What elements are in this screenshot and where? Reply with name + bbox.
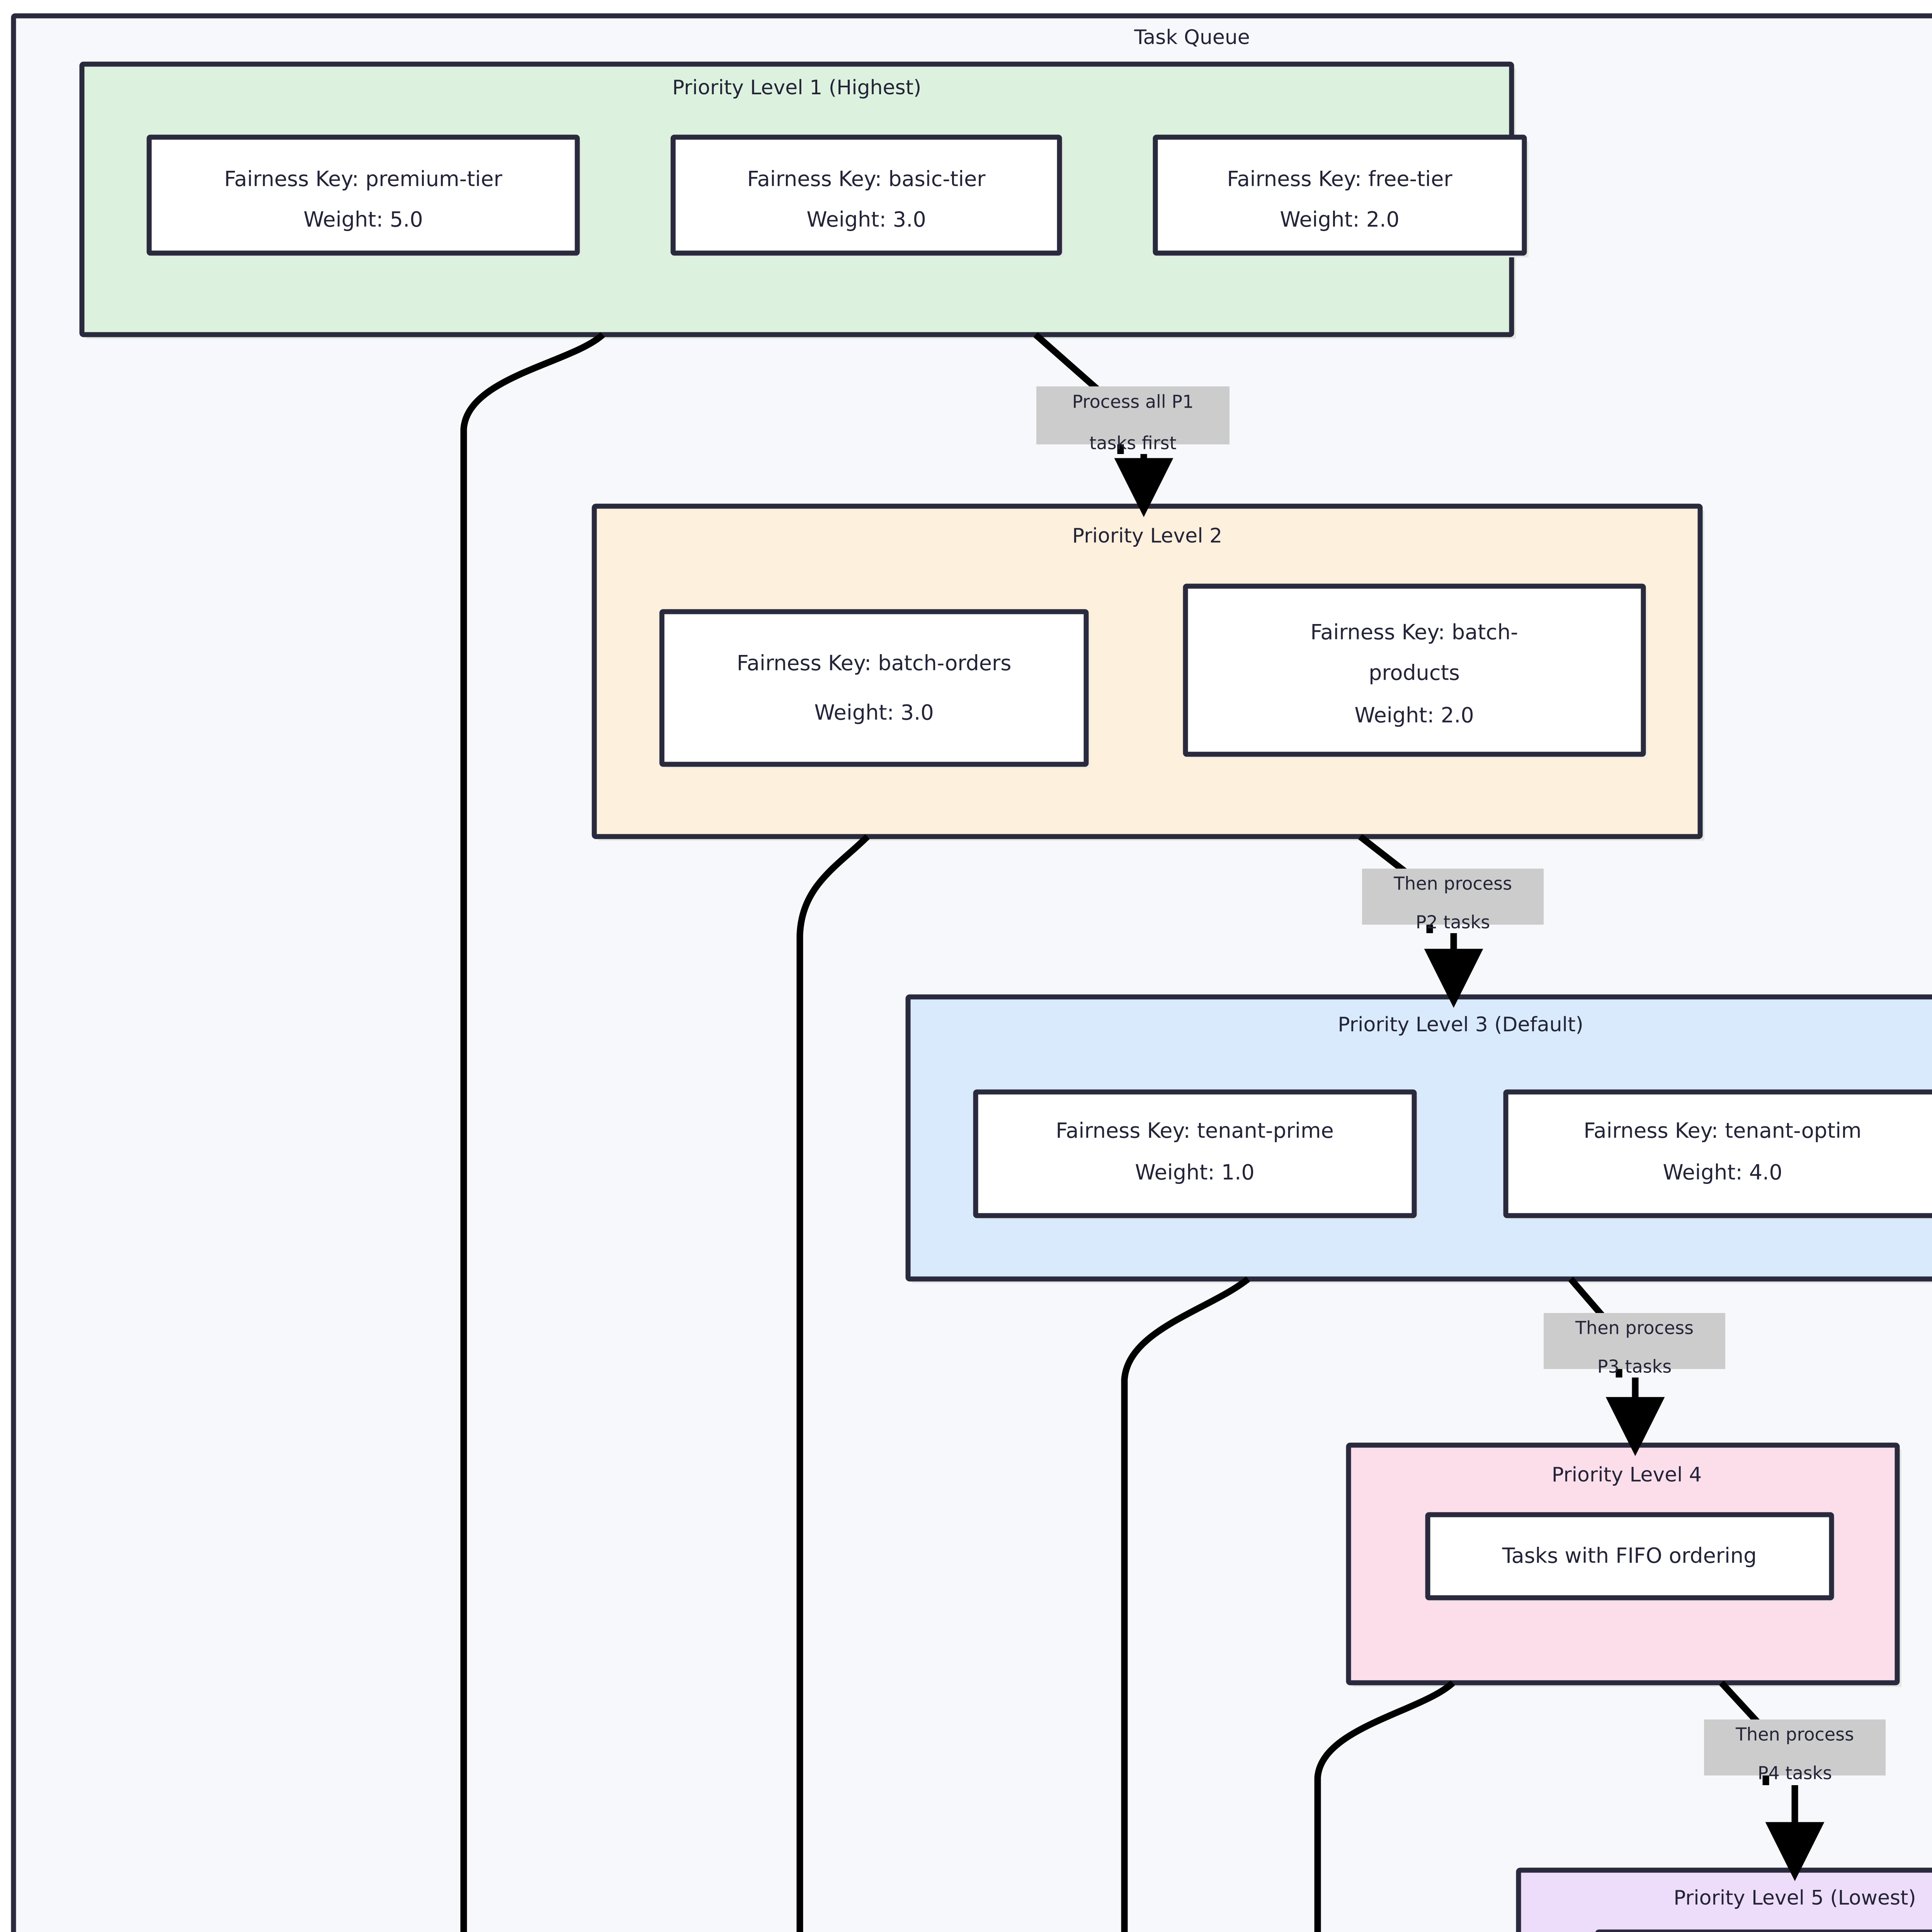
cluster-priority-1: Priority Level 1 (Highest) Fairness Key:…	[79, 61, 1529, 339]
cluster-priority-4: Priority Level 4 Tasks with FIFO orderin…	[1346, 1442, 1901, 1687]
edge-label-p1-to-p2-line2: tasks first	[1089, 433, 1176, 454]
edge-label-p4-to-p5-line2: P4 tasks	[1758, 1763, 1832, 1784]
edge-p1-to-workers	[460, 332, 605, 1932]
node-p2-batch-orders-line2: Weight: 3.0	[814, 701, 934, 725]
cluster-priority-3: Priority Level 3 (Default) Fairness Key:…	[905, 994, 1932, 1283]
node-p3-tenant-prime-line2: Weight: 1.0	[1135, 1160, 1254, 1185]
node-p4-fifo: Tasks with FIFO ordering	[1425, 1512, 1836, 1602]
node-p3-tenant-prime-line1: Fairness Key: tenant-prime	[1056, 1119, 1334, 1143]
node-p1-free-tier-line1: Fairness Key: free-tier	[1227, 167, 1452, 191]
task-queue-title: Task Queue	[1134, 26, 1250, 49]
node-p3-tenant-prime-rect	[973, 1089, 1417, 1218]
node-p3-tenant-optim-rect	[1503, 1089, 1932, 1218]
node-p4-fifo-rect	[1425, 1512, 1834, 1600]
edge-label-p4-to-p5-bg	[1704, 1719, 1886, 1776]
node-p2-batch-products-line1: Fairness Key: batch-	[1310, 620, 1518, 645]
node-p2-batch-products-line3: Weight: 2.0	[1354, 703, 1474, 728]
cluster-priority-5: Priority Level 5 (Lowest) Tasks with FIF…	[1516, 1867, 1932, 1932]
edge-label-p1-to-p2-bg	[1036, 386, 1230, 444]
edge-label-p1-to-p2-line1: Process all P1	[1072, 391, 1194, 412]
node-p4-fifo-label: Tasks with FIFO ordering	[1502, 1544, 1757, 1568]
node-p1-basic-tier-line1: Fairness Key: basic-tier	[747, 167, 986, 191]
node-p1-premium-tier-line1: Fairness Key: premium-tier	[224, 167, 502, 191]
node-p2-batch-orders-line1: Fairness Key: batch-orders	[737, 651, 1012, 675]
node-p2-batch-products: Fairness Key: batch- products Weight: 2.…	[1183, 583, 1648, 759]
edge-label-p3-to-p4-line2: P3 tasks	[1597, 1356, 1672, 1377]
edge-p4-to-workers	[1314, 1680, 1455, 1932]
edge-label-p2-to-p3-line1: Then process	[1393, 873, 1512, 894]
node-p1-basic-tier: Fairness Key: basic-tier Weight: 3.0	[670, 134, 1064, 257]
node-p1-free-tier-line2: Weight: 2.0	[1280, 207, 1399, 232]
node-p1-basic-tier-rect	[670, 134, 1062, 256]
node-p1-free-tier: Fairness Key: free-tier Weight: 2.0	[1153, 134, 1529, 257]
node-p1-basic-tier-line2: Weight: 3.0	[806, 207, 926, 232]
node-p2-batch-orders-rect	[659, 609, 1089, 767]
edge-label-p1-to-p2: Process all P1 tasks first	[1036, 386, 1230, 454]
node-p1-free-tier-rect	[1153, 134, 1527, 256]
node-p3-tenant-optim-line1: Fairness Key: tenant-optim	[1583, 1119, 1861, 1143]
edge-label-p4-to-p5-line1: Then process	[1735, 1724, 1854, 1745]
node-p2-batch-products-line2: products	[1369, 661, 1460, 685]
priority-3-title: Priority Level 3 (Default)	[1338, 1013, 1583, 1036]
priority-4-title: Priority Level 4	[1552, 1463, 1702, 1486]
node-p3-tenant-optim-line2: Weight: 4.0	[1663, 1160, 1782, 1185]
node-p3-tenant-prime: Fairness Key: tenant-prime Weight: 1.0	[973, 1089, 1418, 1220]
edge-p3-to-workers	[1121, 1276, 1250, 1932]
edge-label-p2-to-p3: Then process P2 tasks	[1362, 869, 1544, 933]
node-p1-premium-tier-line2: Weight: 5.0	[303, 207, 423, 232]
edge-label-p2-to-p3-line2: P2 tasks	[1416, 912, 1490, 933]
edge-p2-to-workers	[796, 834, 870, 1932]
node-p2-batch-products-rect	[1183, 583, 1646, 757]
edge-label-p3-to-p4-bg	[1544, 1313, 1725, 1369]
edge-label-p3-to-p4: Then process P3 tasks	[1544, 1313, 1725, 1377]
edge-label-p4-to-p5: Then process P4 tasks	[1704, 1719, 1886, 1784]
edge-label-p2-to-p3-bg	[1362, 869, 1544, 925]
priority-1-title: Priority Level 1 (Highest)	[672, 76, 922, 99]
node-p1-premium-tier-rect	[146, 134, 580, 256]
edge-label-p3-to-p4-line1: Then process	[1575, 1318, 1694, 1338]
cluster-priority-2: Priority Level 2 Fairness Key: batch-ord…	[592, 503, 1704, 841]
node-p3-tenant-optim: Fairness Key: tenant-optim Weight: 4.0	[1503, 1089, 1932, 1220]
priority-2-title: Priority Level 2	[1072, 524, 1222, 548]
priority-5-title: Priority Level 5 (Lowest)	[1673, 1886, 1916, 1910]
node-p2-batch-orders: Fairness Key: batch-orders Weight: 3.0	[659, 609, 1090, 769]
node-p1-premium-tier: Fairness Key: premium-tier Weight: 5.0	[146, 134, 582, 257]
